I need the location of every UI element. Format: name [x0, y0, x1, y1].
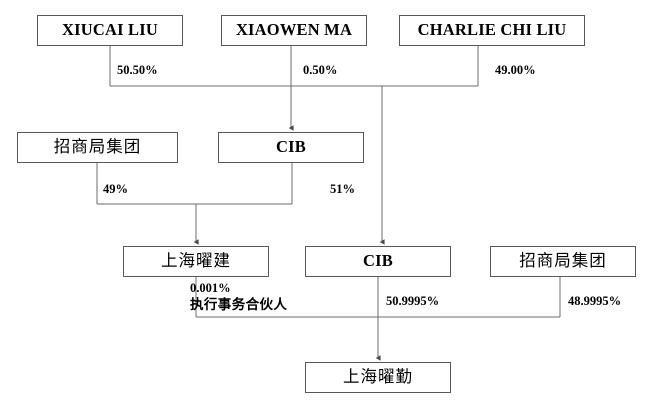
- edge-label-cmg-upper-percent: 49%: [103, 182, 128, 196]
- edge-label-charlie-percent: 49.00%: [495, 63, 536, 77]
- edge-label-xiucai-percent: 50.50%: [117, 63, 158, 77]
- node-xiaowen-ma[interactable]: XIAOWEN MA: [221, 15, 367, 46]
- node-shanghai-yaoqin[interactable]: 上海曜勤: [305, 362, 451, 393]
- edge-label-xiaowen-percent: 0.50%: [303, 63, 338, 77]
- node-charlie-chi-liu[interactable]: CHARLIE CHI LIU: [399, 15, 585, 46]
- node-xiucai-liu[interactable]: XIUCAI LIU: [37, 15, 183, 46]
- node-cib-upper[interactable]: CIB: [218, 132, 364, 163]
- edge-label-cmg-lower-percent: 48.9995%: [568, 294, 622, 308]
- edge-label-cib-lower-percent: 50.9995%: [386, 294, 440, 308]
- node-cib-lower[interactable]: CIB: [305, 246, 451, 277]
- node-china-merchants-group-upper[interactable]: 招商局集团: [17, 132, 178, 163]
- edge-label-cib-upper-percent: 51%: [330, 182, 355, 196]
- node-shanghai-yaojian[interactable]: 上海曜建: [123, 246, 269, 277]
- edge-label-yaojian-percent: 0.001%: [190, 281, 231, 295]
- node-china-merchants-group-lower[interactable]: 招商局集团: [490, 246, 636, 277]
- edge-label-yaojian-role: 执行事务合伙人: [190, 297, 288, 312]
